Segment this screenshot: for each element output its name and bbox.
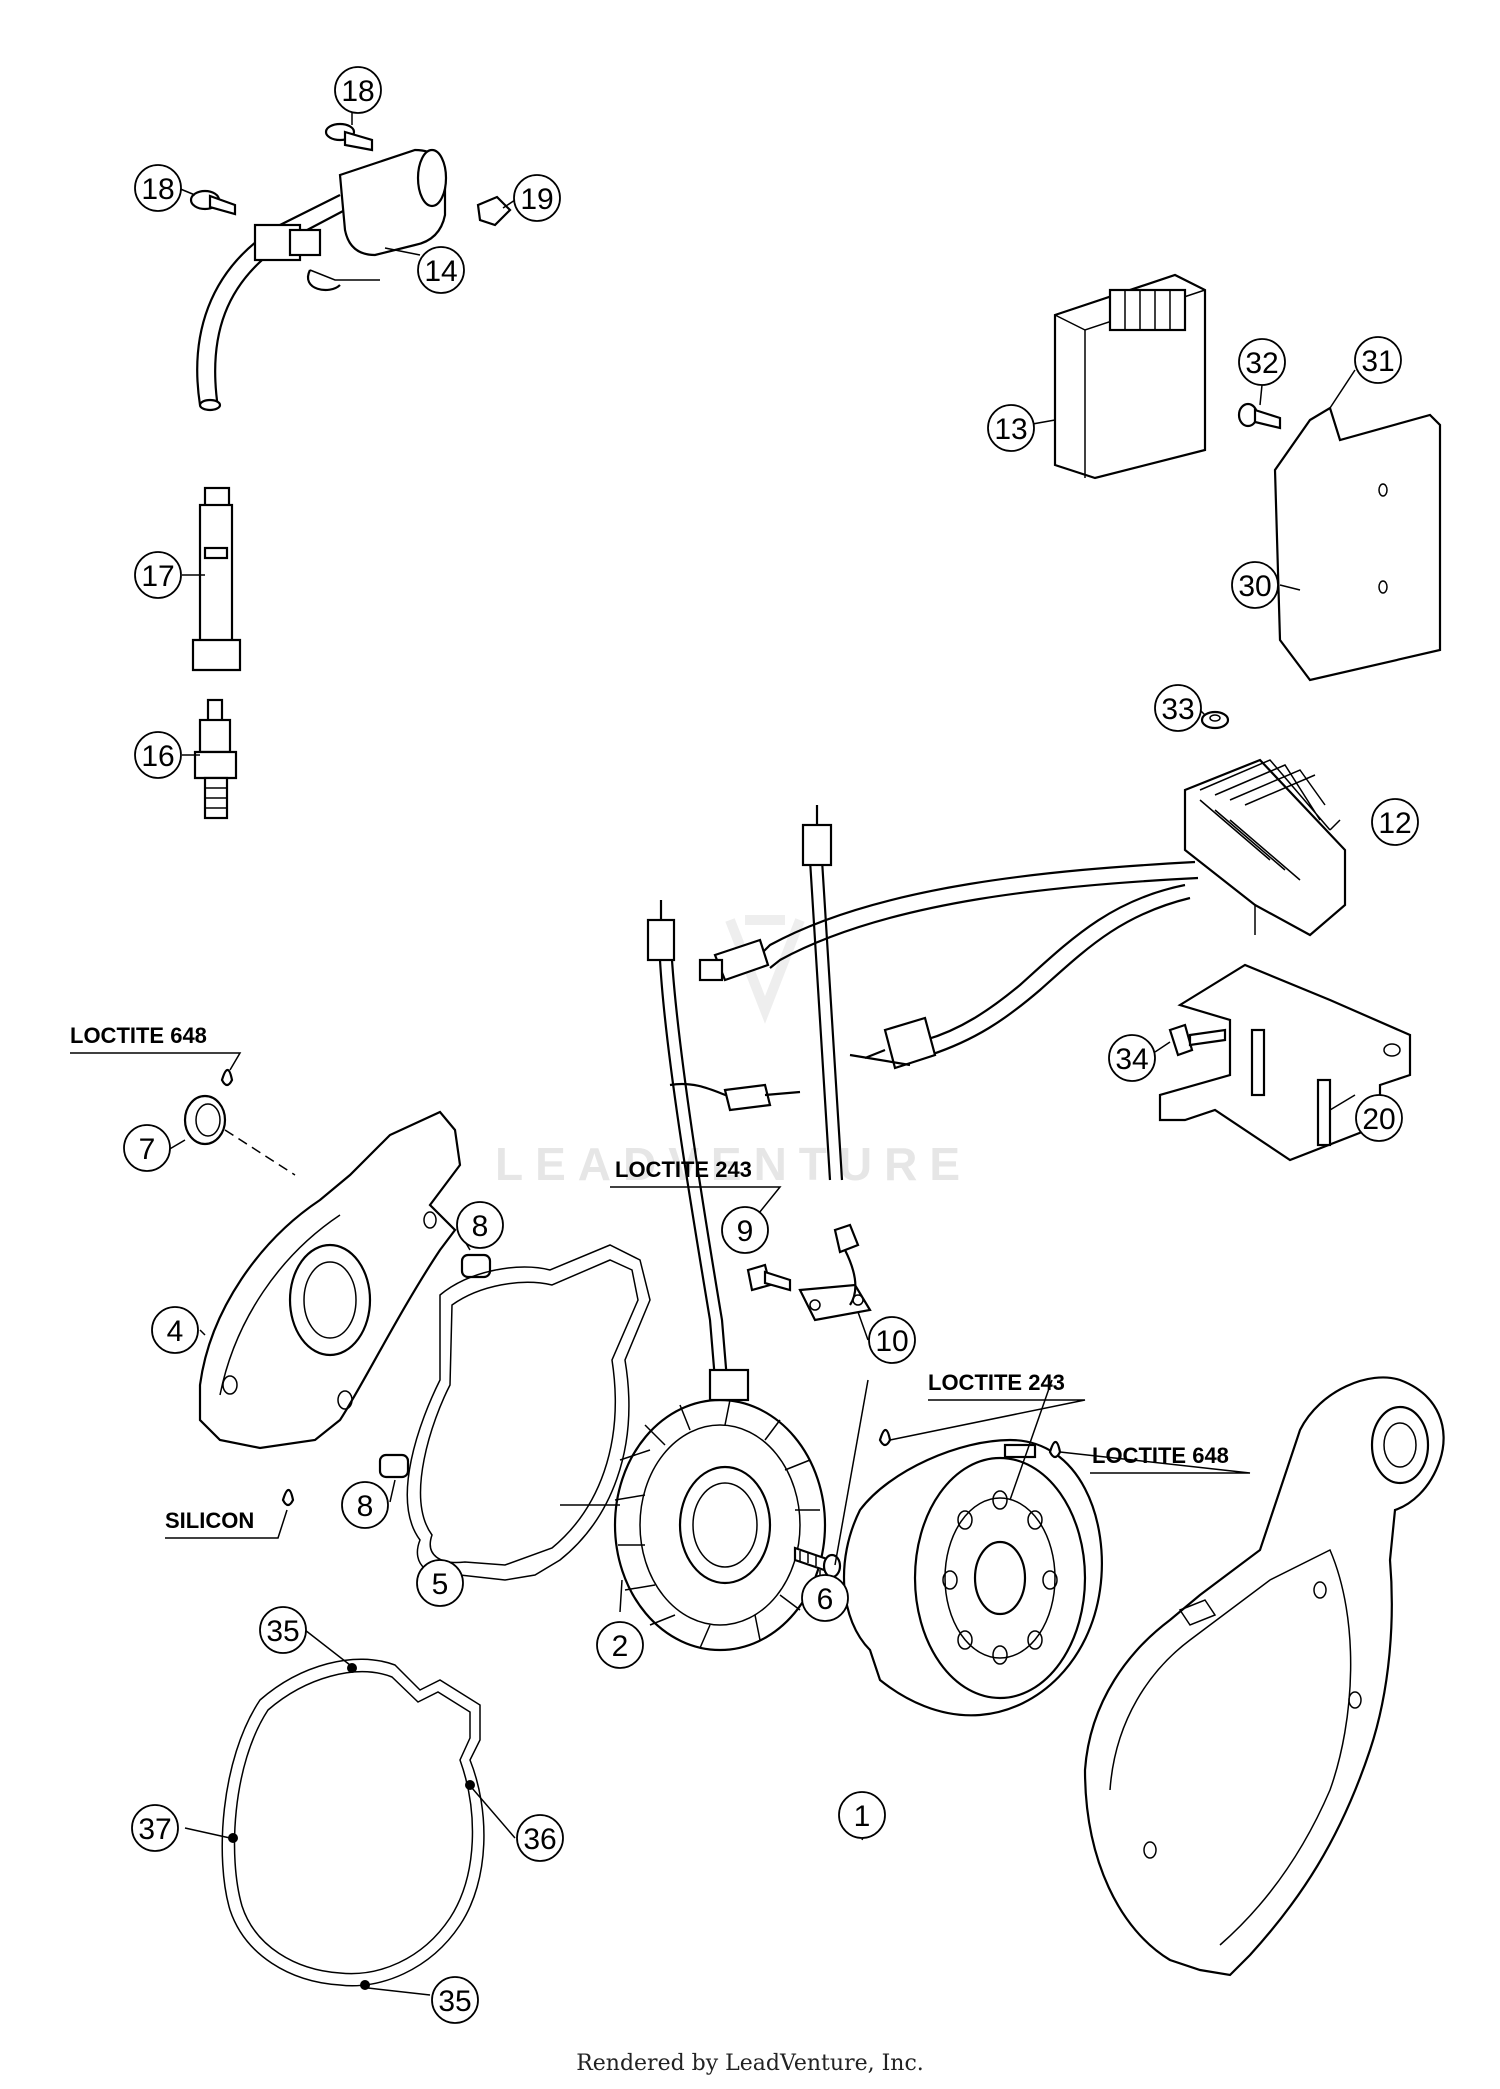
coil-screw-18b bbox=[189, 189, 237, 216]
dowel-8b bbox=[378, 1453, 410, 1479]
crankcase-gasket bbox=[221, 1658, 485, 1990]
callout-12: 12 bbox=[1378, 807, 1411, 840]
callout-18b: 18 bbox=[141, 173, 174, 206]
callout-9: 9 bbox=[737, 1215, 754, 1248]
callout-5: 5 bbox=[432, 1568, 449, 1601]
callout-4: 4 bbox=[167, 1315, 184, 1348]
pickup-sensor bbox=[798, 1223, 872, 1322]
callout-36: 36 bbox=[523, 1823, 556, 1856]
callout-35b: 35 bbox=[438, 1985, 471, 2018]
note-loctite243-right: LOCTITE 243 bbox=[928, 1370, 1065, 1395]
ignition-cover bbox=[198, 1110, 462, 1450]
callout-13: 13 bbox=[994, 413, 1027, 446]
note-loctite648-right: LOCTITE 648 bbox=[1092, 1443, 1229, 1468]
callout-30: 30 bbox=[1238, 570, 1271, 603]
bracket-30-31 bbox=[1273, 406, 1442, 682]
callout-7: 7 bbox=[139, 1133, 156, 1166]
voltage-regulator bbox=[1183, 758, 1347, 937]
stator-wiring bbox=[646, 805, 844, 1381]
watermark-text: LEADVENTURE bbox=[495, 1138, 972, 1190]
nut-33 bbox=[1200, 710, 1230, 730]
callout-33: 33 bbox=[1161, 693, 1194, 726]
callout-2: 2 bbox=[612, 1630, 629, 1663]
callout-32: 32 bbox=[1245, 347, 1278, 380]
footer-credit: Rendered by LeadVenture, Inc. bbox=[576, 2051, 924, 2076]
callout-31: 31 bbox=[1361, 345, 1394, 378]
cdi-unit bbox=[1053, 273, 1207, 480]
callout-17: 17 bbox=[141, 560, 174, 593]
spark-plug-cap bbox=[191, 486, 242, 672]
callout-14: 14 bbox=[424, 255, 457, 288]
screw-9 bbox=[746, 1263, 792, 1292]
screw-32 bbox=[1237, 402, 1282, 430]
callouts bbox=[123, 66, 1419, 2024]
bolt-34 bbox=[1168, 1023, 1227, 1057]
regulator-wiring bbox=[698, 860, 1199, 1070]
callout-34: 34 bbox=[1115, 1043, 1148, 1076]
coil-screw-18a bbox=[324, 122, 374, 152]
flywheel-rotor bbox=[842, 1438, 1103, 1717]
nut-19 bbox=[476, 195, 512, 227]
dowel-8a bbox=[460, 1253, 492, 1279]
callout-35a: 35 bbox=[266, 1615, 299, 1648]
ignition-coil bbox=[196, 148, 448, 412]
callout-labels: 18 18 19 14 13 32 31 30 17 16 33 12 34 2… bbox=[138, 75, 1411, 2018]
callout-37: 37 bbox=[138, 1813, 171, 1846]
callout-18a: 18 bbox=[341, 75, 374, 108]
leader-lines bbox=[70, 110, 1356, 1996]
callout-6: 6 bbox=[817, 1583, 834, 1616]
callout-1: 1 bbox=[854, 1800, 871, 1833]
callout-8b: 8 bbox=[357, 1490, 374, 1523]
plug-7 bbox=[183, 1094, 296, 1176]
callout-19: 19 bbox=[520, 183, 553, 216]
note-silicon: SILICON bbox=[165, 1508, 254, 1533]
callout-10: 10 bbox=[875, 1325, 908, 1358]
note-loctite648-left: LOCTITE 648 bbox=[70, 1023, 207, 1048]
crankcase-half bbox=[1083, 1376, 1445, 1977]
note-loctite243-top: LOCTITE 243 bbox=[615, 1157, 752, 1182]
mounting-plate bbox=[1158, 963, 1412, 1162]
callout-16: 16 bbox=[141, 740, 174, 773]
callout-20: 20 bbox=[1362, 1103, 1395, 1136]
spark-plug bbox=[193, 698, 238, 820]
callout-8a: 8 bbox=[472, 1210, 489, 1243]
cover-gasket bbox=[406, 1244, 651, 1581]
stator bbox=[613, 1368, 827, 1652]
